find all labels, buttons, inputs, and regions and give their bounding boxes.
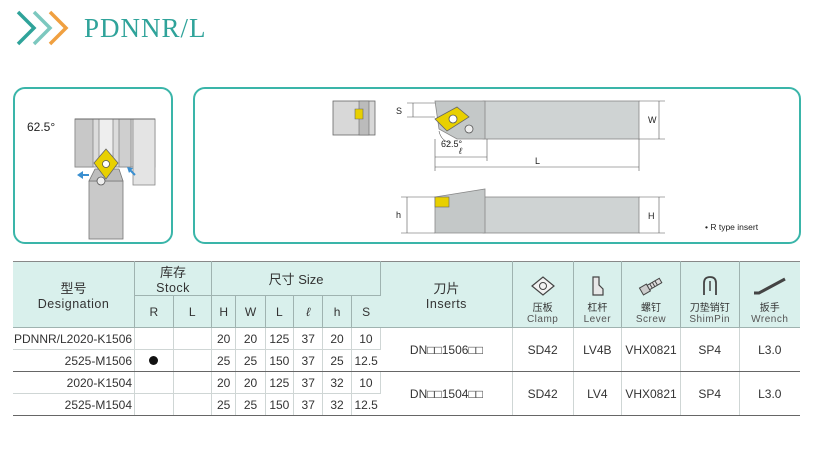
designation-cell: 2020-K1504 (13, 371, 136, 394)
size-h-cell: 25 (322, 349, 352, 372)
table-row: 2525-M1506 25 25 150 37 25 12.5 (13, 349, 800, 372)
designation-cell: PDNNR/L2020-K1506 (13, 327, 136, 350)
table-row: PDNNR/L2020-K1506 20 20 125 37 20 10 DN□… (13, 327, 800, 372)
shim-pin-icon (702, 276, 717, 295)
clamp-icon (530, 276, 555, 296)
dim-label-ell: ℓ (458, 146, 462, 156)
size-H-cell: 25 (211, 349, 237, 372)
size-L-cell: 150 (265, 393, 295, 416)
designation-cell: 2525-M1506 (13, 349, 136, 372)
stock-l-cell (173, 371, 213, 394)
dim-label-h: h (396, 210, 401, 220)
size-H-cell: 20 (211, 371, 237, 394)
lever-cell: LV4B (573, 327, 623, 372)
page-header: PDNNR/L (14, 8, 207, 48)
clamp-cell: SD42 (512, 371, 574, 416)
size-W-cell: 20 (235, 327, 266, 350)
size-h-cell: 32 (322, 371, 352, 394)
wrench-header: 扳手 Wrench (739, 261, 800, 328)
size-h-cell: 32 (322, 393, 352, 416)
spec-table: 型号 Designation 库存 Stock 尺寸 Size 刀片 Inser… (13, 261, 800, 416)
lever-cell: LV4 (573, 371, 623, 416)
size-ell-cell: 37 (293, 393, 324, 416)
dim-label-H: H (648, 211, 655, 221)
size-col-H: H (211, 295, 237, 328)
size-L-cell: 125 (265, 327, 295, 350)
dim-label-L: L (535, 156, 540, 166)
stock-header: 库存 Stock (134, 261, 213, 296)
clamp-header: 压板 Clamp (512, 261, 574, 328)
size-col-h: h (322, 295, 352, 328)
size-W-cell: 20 (235, 371, 266, 394)
size-header: 尺寸 Size (211, 261, 382, 296)
wrench-cell: L3.0 (739, 327, 800, 372)
size-ell-cell: 37 (293, 371, 324, 394)
lever-icon (592, 276, 604, 296)
wrench-cell: L3.0 (739, 371, 800, 416)
stock-l-cell (173, 327, 213, 350)
double-chevron-right-icon (16, 10, 69, 46)
stock-l-cell (173, 349, 213, 372)
size-col-L: L (265, 295, 295, 328)
angle-label: 62.5° (27, 120, 55, 134)
lever-header: 杠杆 Lever (573, 261, 623, 328)
in-stock-dot (149, 355, 159, 365)
table-row: 2020-K1504 20 20 125 37 32 10 DN□□1504□□… (13, 371, 800, 416)
stock-r-cell (134, 393, 174, 416)
size-h-cell: 20 (322, 327, 352, 350)
size-H-cell: 25 (211, 393, 237, 416)
shim-pin-header: 刀垫销钉 ShimPin (680, 261, 740, 328)
size-L-cell: 125 (265, 371, 295, 394)
stock-l-cell (173, 393, 213, 416)
screw-cell: VHX0821 (621, 371, 681, 416)
stock-col-l: L (173, 295, 213, 328)
size-S-cell: 12.5 (351, 393, 381, 416)
size-col-W: W (235, 295, 266, 328)
size-H-cell: 20 (211, 327, 237, 350)
size-S-cell: 10 (351, 327, 382, 350)
dim-label-w: W (648, 115, 657, 125)
shimpin-cell: SP4 (680, 371, 740, 416)
table-row: 2525-M1504 25 25 150 37 32 12.5 (13, 393, 800, 416)
size-S-cell: 12.5 (351, 349, 381, 372)
designation-header: 型号 Designation (13, 261, 136, 328)
screw-cell: VHX0821 (621, 327, 681, 372)
r-type-note: • R type insert (705, 222, 759, 232)
size-L-cell: 150 (265, 349, 295, 372)
stock-r-cell (134, 371, 174, 394)
dimension-diagram: S W 62.5° ℓ L h H • R type insert (193, 87, 801, 244)
size-S-cell: 10 (351, 371, 382, 394)
wrench-icon (753, 277, 786, 295)
dim-label-angle: 62.5° (441, 139, 463, 149)
size-W-cell: 25 (235, 393, 266, 416)
size-col-ell: ℓ (293, 295, 324, 328)
stock-r-cell (134, 327, 174, 350)
insert-cell: DN□□1506□□ (380, 327, 513, 372)
dim-label-s: S (396, 106, 402, 116)
size-ell-cell: 37 (293, 327, 324, 350)
screw-icon (638, 277, 663, 296)
clamp-cell: SD42 (512, 327, 574, 372)
stock-col-r: R (134, 295, 174, 328)
inserts-header: 刀片 Inserts (380, 261, 513, 328)
page-title: PDNNR/L (84, 12, 207, 43)
size-ell-cell: 37 (293, 349, 324, 372)
insert-cell: DN□□1504□□ (380, 371, 513, 416)
size-W-cell: 25 (235, 349, 266, 372)
shimpin-cell: SP4 (680, 327, 740, 372)
designation-cell: 2525-M1504 (13, 393, 136, 416)
stock-r-cell (134, 349, 174, 372)
screw-header: 螺钉 Screw (621, 261, 681, 328)
size-col-S: S (351, 295, 381, 328)
insert-angle-diagram: 62.5° (13, 87, 173, 244)
